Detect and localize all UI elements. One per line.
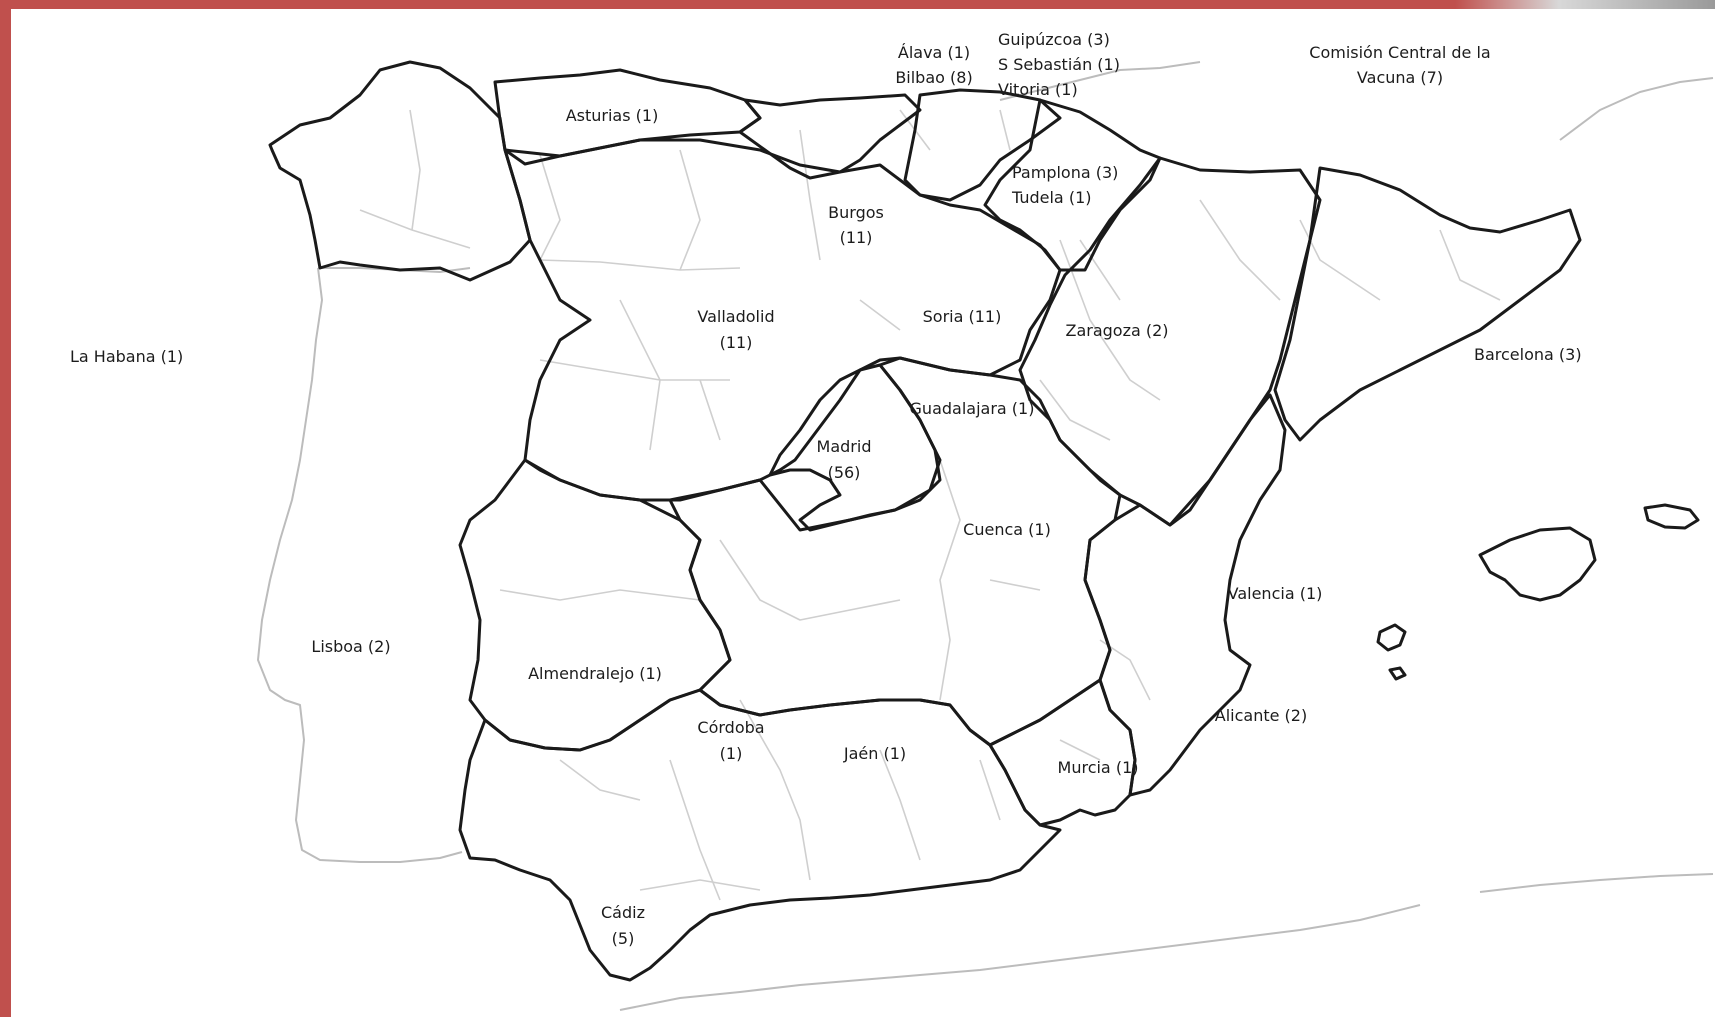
label-comision-1: Comisión Central de la — [1309, 43, 1491, 62]
label-soria: Soria (11) — [922, 307, 1002, 326]
label-madrid-1: Madrid — [816, 437, 872, 456]
label-cordoba-1: Córdoba — [697, 718, 765, 737]
label-sebastian: S Sebastián (1) — [998, 55, 1120, 74]
ibiza-island — [1376, 623, 1407, 652]
menorca-island — [1643, 503, 1700, 530]
label-habana: La Habana (1) — [70, 347, 184, 366]
basque-outline — [903, 88, 1062, 202]
castilla-mancha-outline — [668, 356, 1122, 747]
madrid-outline — [768, 363, 942, 532]
andalucia-outline — [458, 688, 1062, 982]
label-asturias: Asturias (1) — [565, 106, 659, 125]
label-cordoba-2: (1) — [719, 744, 743, 763]
label-burgos-1: Burgos — [828, 203, 884, 222]
province-lines-east — [939, 379, 1151, 761]
formentera-island — [1388, 666, 1407, 681]
label-burgos-2: (11) — [839, 228, 873, 247]
label-valladolid-2: (11) — [719, 333, 753, 352]
label-alava: Álava (1) — [897, 43, 971, 62]
province-lines-center — [539, 199, 1501, 451]
label-valladolid-1: Valladolid — [697, 307, 775, 326]
valencia-outline — [1083, 393, 1287, 797]
catalonia-outline — [1273, 166, 1582, 442]
label-valencia: Valencia (1) — [1227, 584, 1323, 603]
label-pamplona: Pamplona (3) — [1012, 163, 1119, 182]
label-almendralejo: Almendralejo (1) — [528, 664, 662, 683]
province-lines-south — [499, 539, 1001, 901]
france-coast — [999, 61, 1201, 101]
province-lines-north — [359, 109, 1011, 271]
corner-shade — [1455, 0, 1715, 9]
africa-coast-east — [1479, 873, 1714, 893]
galicia-outline — [268, 60, 532, 282]
france-coast-east — [1559, 77, 1714, 141]
label-cuenca: Cuenca (1) — [963, 520, 1051, 539]
mallorca-island — [1478, 526, 1597, 602]
label-cadiz-1: Cádiz — [601, 903, 645, 922]
label-vitoria: Vitoria (1) — [998, 80, 1078, 99]
label-cadiz-2: (5) — [611, 929, 635, 948]
label-alicante: Alicante (2) — [1214, 706, 1308, 725]
label-comision-2: Vacuna (7) — [1356, 68, 1444, 87]
africa-coast — [619, 904, 1421, 1011]
label-guadalajara: Guadalajara (1) — [909, 399, 1035, 418]
label-murcia: Murcia (1) — [1057, 758, 1139, 777]
extremadura-outline — [458, 458, 732, 752]
label-lisboa: Lisboa (2) — [311, 637, 391, 656]
label-guipuzcoa: Guipúzcoa (3) — [998, 30, 1110, 49]
label-zaragoza: Zaragoza (2) — [1065, 321, 1169, 340]
cantabria-outline — [738, 93, 922, 180]
portugal-coast — [257, 267, 463, 863]
label-madrid-2: (56) — [827, 463, 861, 482]
label-jaen: Jaén (1) — [843, 744, 907, 763]
navarra-outline — [983, 98, 1162, 272]
label-barcelona: Barcelona (3) — [1474, 345, 1582, 364]
castilla-leon-outline — [503, 138, 1062, 502]
label-bilbao: Bilbao (8) — [895, 68, 973, 87]
murcia-outline — [988, 678, 1137, 827]
label-tudela: Tudela (1) — [1012, 188, 1092, 207]
